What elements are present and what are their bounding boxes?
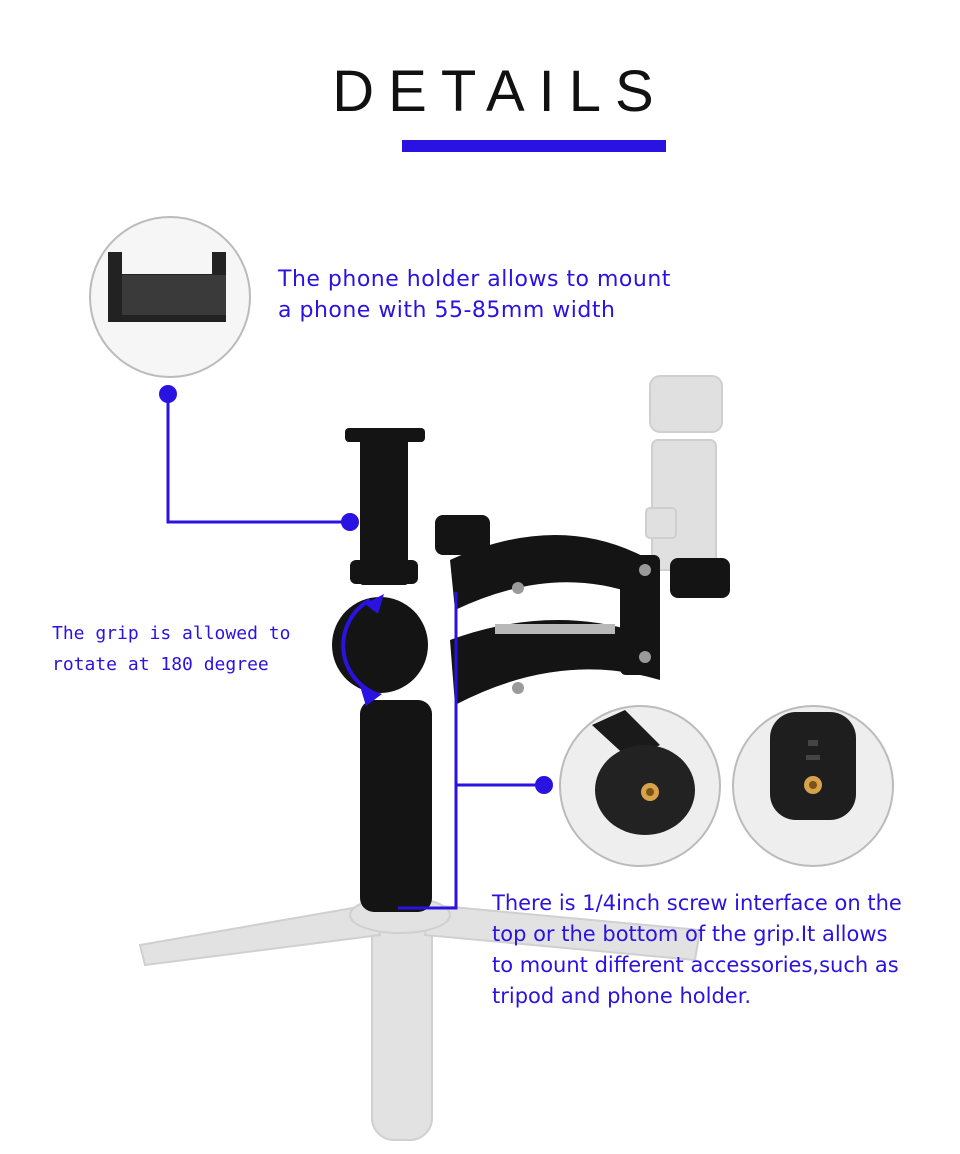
phone-holder-dot	[159, 385, 177, 403]
grip-rotation-callout: The grip is allowed to rotate at 180 deg…	[52, 623, 291, 675]
phone-holder-callout: The phone holder allows to mount a phone…	[278, 267, 671, 323]
pocket-camera-image	[645, 375, 723, 571]
screw-dot	[535, 776, 553, 794]
spring	[495, 624, 615, 634]
title-underline	[402, 140, 666, 152]
grip-bottom-screw-inset	[732, 705, 894, 867]
phone-holder-connector	[166, 394, 350, 524]
grip-top-screw-inset	[559, 705, 721, 867]
rotation-arc	[341, 598, 373, 694]
stabilizer-rig	[332, 428, 730, 912]
page-title: DETAILS	[332, 59, 668, 124]
screw-bracket	[398, 592, 458, 910]
phone-holder-inset	[89, 216, 251, 378]
rotation-arrow-head	[360, 686, 382, 706]
screw-interface-callout: There is 1/4inch screw interface on the …	[492, 891, 902, 1008]
